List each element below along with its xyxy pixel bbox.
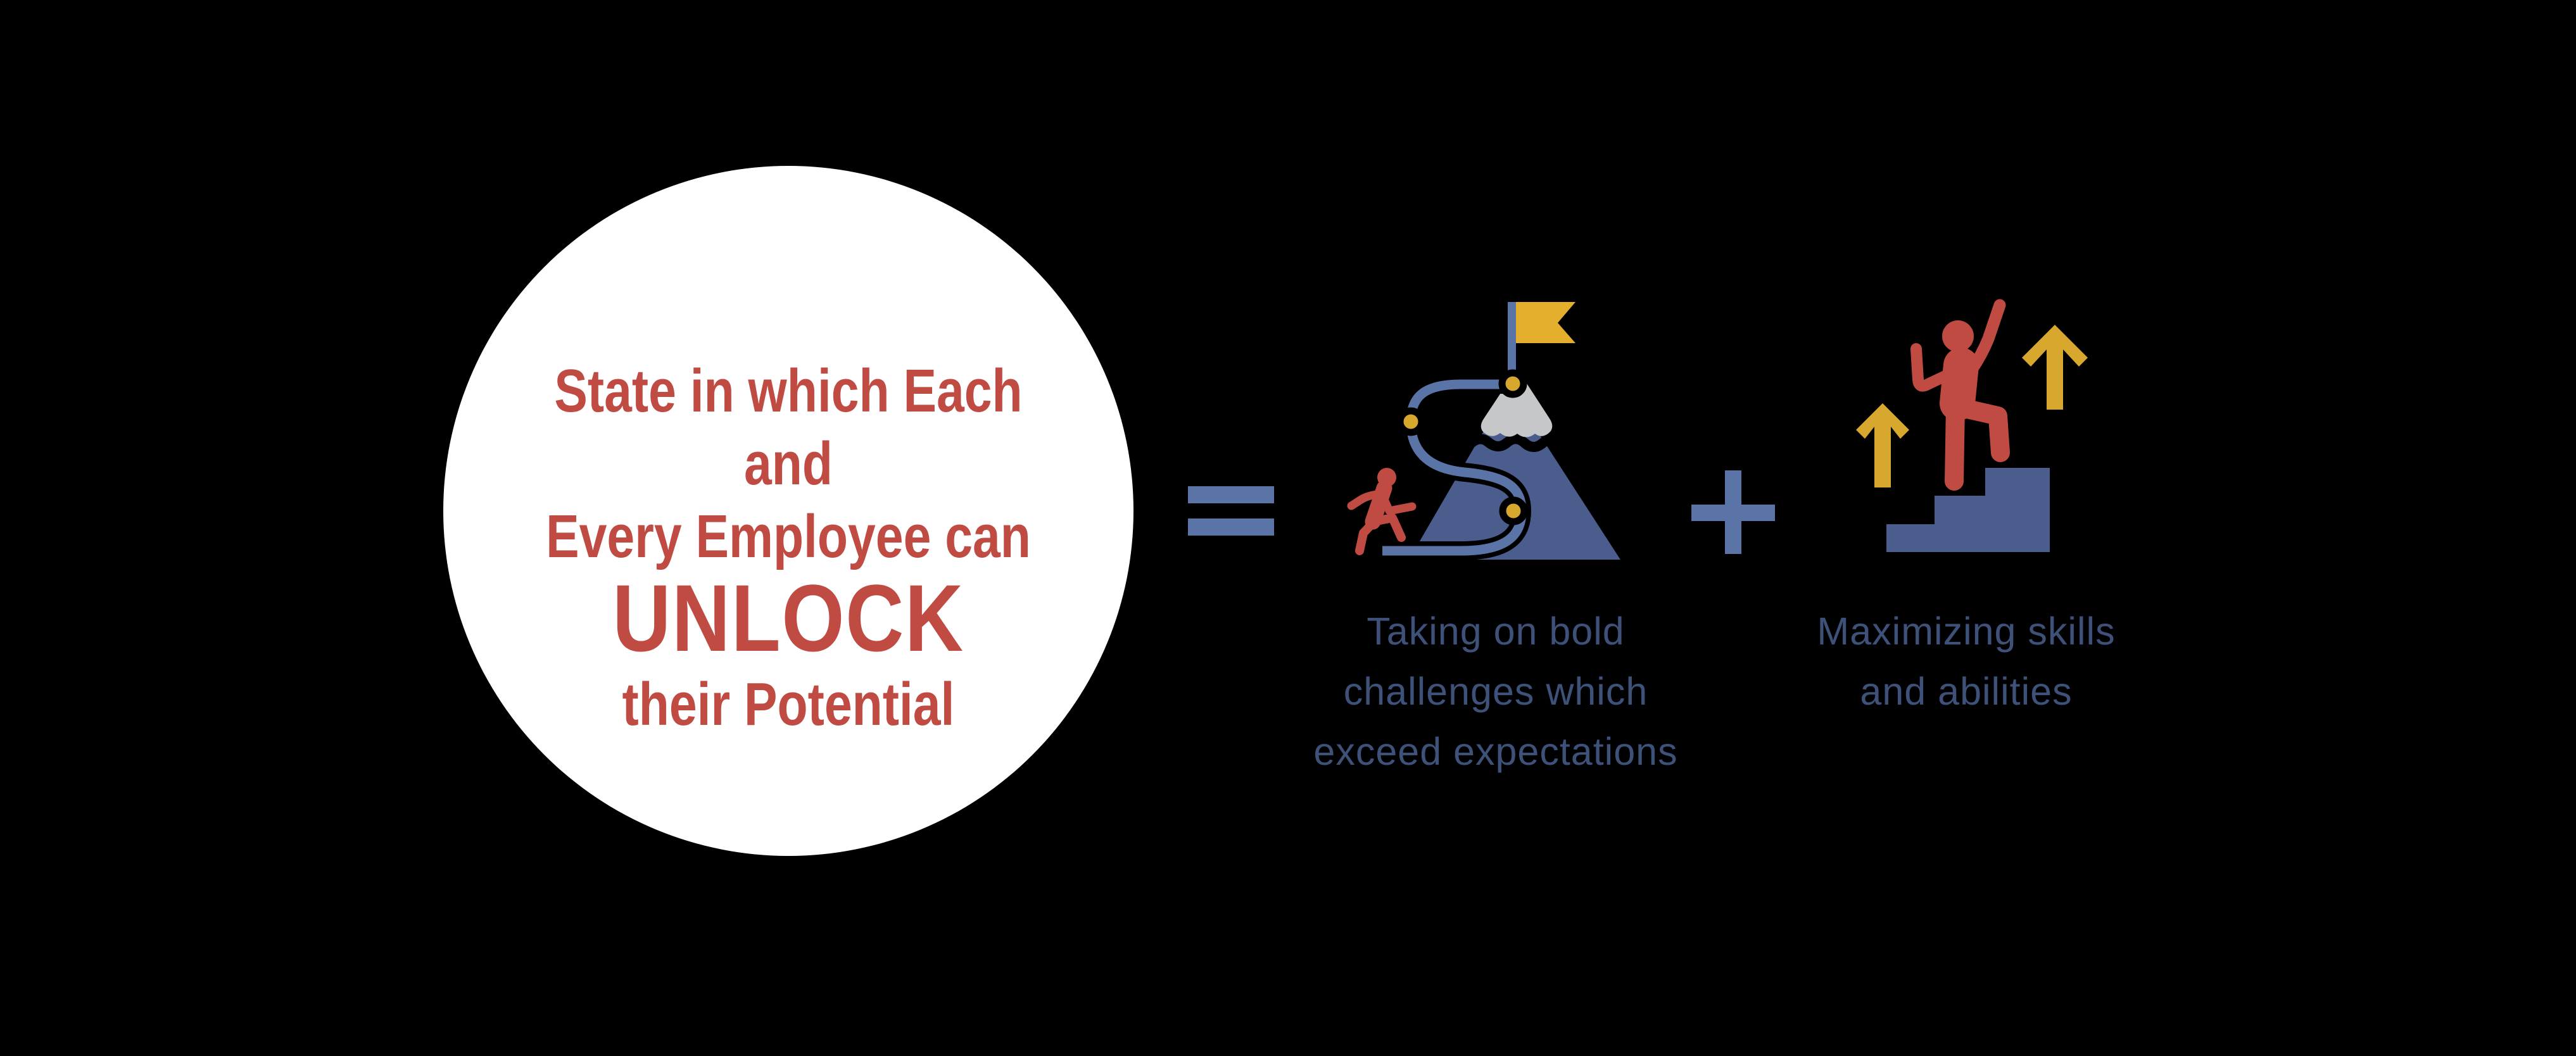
plus-sign-icon: [1691, 470, 1775, 554]
climber-torso: [1940, 348, 1979, 421]
equals-bottom-bar: [1188, 519, 1274, 536]
runner-rear-leg: [1355, 519, 1377, 555]
caption-skills-line-2: and abilities: [1860, 670, 2073, 713]
statement-line-unlock: UNLOCK: [612, 565, 964, 671]
caption-challenge-line-3: exceed expectations: [1313, 730, 1678, 773]
equals-sign-icon: [1188, 486, 1274, 536]
climber-head: [1942, 320, 1974, 352]
up-arrow-left-icon: [1856, 403, 1909, 487]
climber-bent-arm: [1910, 343, 1954, 392]
climber-standing-leg: [1945, 397, 1965, 491]
winding-path: [1382, 379, 1527, 556]
equals-top-bar: [1188, 486, 1274, 503]
goal-flag-icon: [1516, 302, 1575, 343]
stairs-steps: [1886, 468, 2050, 552]
potential-statement-circle: [443, 166, 1133, 856]
caption-challenge-line-2: challenges which: [1343, 670, 1648, 713]
runner-front-arm: [1380, 495, 1417, 515]
statement-line-4: their Potential: [622, 670, 955, 738]
runner-rear-arm: [1347, 489, 1384, 510]
caption-bold-challenges: Taking on bold challenges which exceed e…: [1293, 601, 1698, 782]
flag-pole: [1508, 302, 1516, 377]
running-person-icon: [1347, 468, 1417, 555]
plus-horizontal-bar: [1691, 505, 1775, 521]
summit-waypoint-dot: [1498, 369, 1527, 398]
caption-skills-line-1: Maximizing skills: [1817, 610, 2116, 653]
person-climbing-stairs-icon: [1856, 299, 2088, 552]
statement-line-2: Every Employee can: [546, 503, 1031, 570]
mountain-goal-path-flag-icon: [1347, 302, 1620, 560]
lower-waypoint-dot: [1499, 496, 1528, 525]
mountain-shape: [1409, 387, 1620, 560]
middle-waypoint-dot: [1396, 407, 1425, 436]
caption-challenge-line-1: Taking on bold: [1367, 610, 1625, 653]
runner-front-leg: [1368, 513, 1406, 542]
snow-cap: [1481, 380, 1553, 437]
snow-line-gap: [1467, 434, 1562, 452]
up-arrow-right-icon: [2022, 325, 2088, 410]
statement-line-1: State in which Each and: [554, 357, 1023, 498]
climber-stepping-leg: [1955, 399, 2010, 462]
caption-maximizing-skills: Maximizing skills and abilities: [1764, 601, 2169, 722]
climbing-person-icon: [1910, 299, 2010, 491]
potential-statement-text: State in which Each and Every Employee c…: [443, 355, 1133, 746]
climber-raised-arm: [1965, 299, 2006, 377]
